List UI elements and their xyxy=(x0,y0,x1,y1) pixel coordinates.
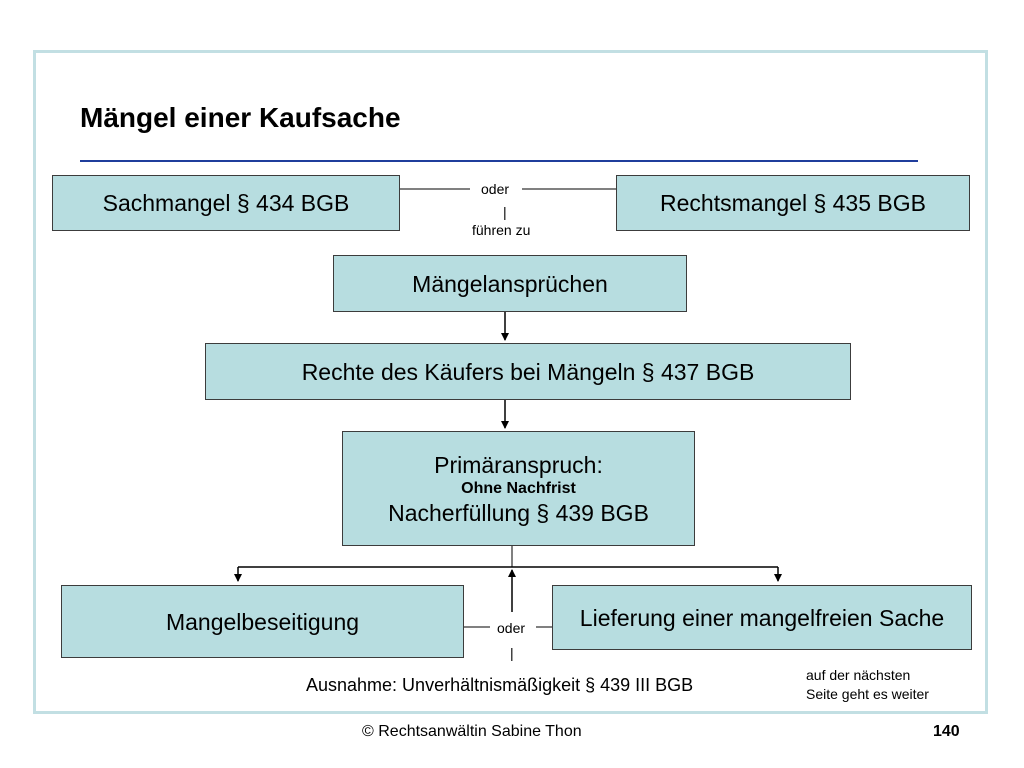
box-rechte-kaeufer-label: Rechte des Käufers bei Mängeln § 437 BGB xyxy=(301,358,755,385)
page-number: 140 xyxy=(933,723,960,740)
footer-copyright: © Rechtsanwältin Sabine Thon xyxy=(362,723,582,740)
box-lieferung: Lieferung einer mangelfreien Sache xyxy=(552,585,972,650)
box-mangelbeseitigung: Mangelbeseitigung xyxy=(61,585,464,658)
continuation-line-2: Seite geht es weiter xyxy=(806,686,929,702)
connector-bar-bottom: | xyxy=(510,645,514,661)
box-lieferung-label: Lieferung einer mangelfreien Sache xyxy=(579,604,945,631)
connector-bar-top: | xyxy=(503,204,507,220)
box-primaeranspruch-detail: Nacherfüllung § 439 BGB xyxy=(388,499,649,526)
connector-oder-bottom: oder xyxy=(497,620,526,636)
box-rechtsmangel-label: Rechtsmangel § 435 BGB xyxy=(660,190,926,216)
box-rechte-kaeufer: Rechte des Käufers bei Mängeln § 437 BGB xyxy=(205,343,851,400)
slide-title: Mängel einer Kaufsache xyxy=(80,102,401,133)
connector-oder-top: oder xyxy=(481,181,510,197)
box-primaeranspruch: Primäranspruch: Ohne Nachfrist Nacherfül… xyxy=(342,431,695,546)
continuation-note: auf der nächsten Seite geht es weiter xyxy=(806,666,929,704)
box-maengelansprueche-label: Mängelansprüchen xyxy=(412,270,608,297)
exception-note: Ausnahme: Unverhältnismäßigkeit § 439 II… xyxy=(306,675,694,695)
box-primaeranspruch-heading: Primäranspruch: xyxy=(434,451,603,478)
title-underline xyxy=(80,160,918,162)
box-rechtsmangel: Rechtsmangel § 435 BGB xyxy=(616,175,970,231)
box-mangelbeseitigung-label: Mangelbeseitigung xyxy=(165,608,360,635)
box-sachmangel: Sachmangel § 434 BGB xyxy=(52,175,400,231)
continuation-line-1: auf der nächsten xyxy=(806,667,911,683)
connector-fuehren-zu: führen zu xyxy=(472,222,531,238)
box-primaeranspruch-subtitle: Ohne Nachfrist xyxy=(461,479,576,497)
box-maengelansprueche: Mängelansprüchen xyxy=(333,255,687,312)
box-sachmangel-label: Sachmangel § 434 BGB xyxy=(102,190,350,216)
